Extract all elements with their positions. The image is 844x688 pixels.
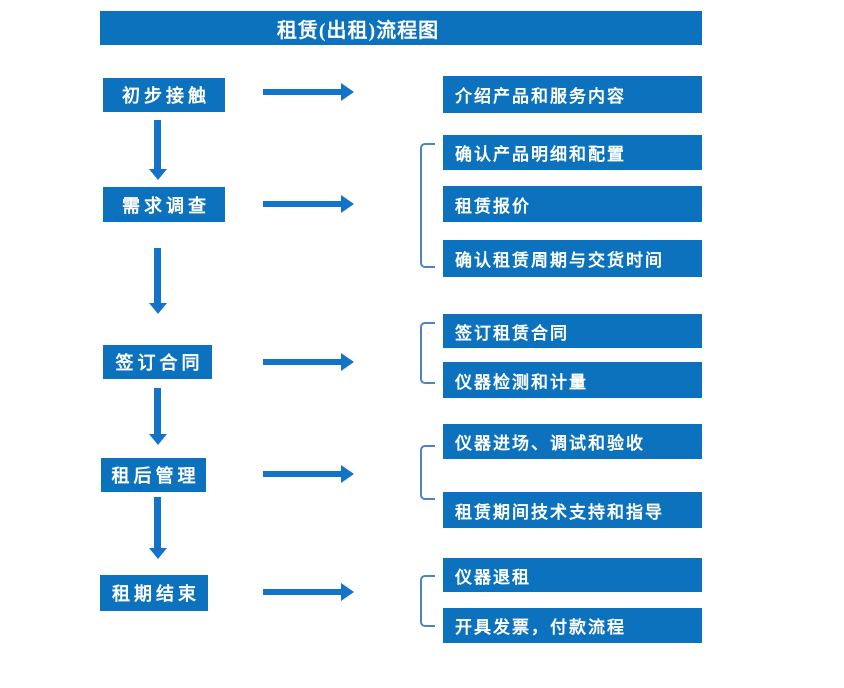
- down-arrow-3: [154, 388, 161, 435]
- output-rental-quotation: 租赁报价: [443, 186, 702, 222]
- output-confirm-product-details: 确认产品明细和配置: [443, 135, 702, 170]
- flowchart-title: 租赁(出租)流程图: [276, 19, 440, 42]
- right-arrow-5: [263, 589, 341, 595]
- flowchart-title-banner: 租赁(出租)流程图: [100, 11, 702, 45]
- group-bracket-sign-contract: [420, 322, 435, 384]
- group-bracket-post-rental: [420, 445, 435, 500]
- right-arrow-1: [263, 89, 341, 95]
- right-arrow-4: [263, 471, 341, 477]
- down-arrow-4: [154, 497, 161, 549]
- step-initial-contact: 初步接触: [103, 78, 225, 112]
- group-bracket-needs-survey: [420, 143, 435, 268]
- step-post-rental-management: 租后管理: [101, 458, 206, 492]
- output-instrument-return: 仪器退租: [443, 558, 702, 592]
- output-rental-technical-support: 租赁期间技术支持和指导: [443, 492, 702, 528]
- right-arrow-2: [263, 201, 341, 207]
- output-sign-rental-contract: 签订租赁合同: [443, 314, 702, 348]
- step-rental-end: 租期结束: [100, 575, 208, 611]
- down-arrow-1: [154, 120, 161, 170]
- down-arrow-2: [154, 248, 161, 304]
- step-sign-contract: 签订合同: [103, 345, 212, 379]
- step-needs-survey: 需求调查: [103, 187, 225, 222]
- output-introduce-products-services: 介绍产品和服务内容: [443, 76, 702, 113]
- output-instrument-entry-acceptance: 仪器进场、调试和验收: [443, 424, 702, 459]
- output-confirm-rental-period-delivery: 确认租赁周期与交货时间: [443, 240, 702, 277]
- right-arrow-3: [263, 359, 341, 365]
- output-instrument-inspection-measurement: 仪器检测和计量: [443, 362, 702, 398]
- output-invoice-payment: 开具发票，付款流程: [443, 608, 702, 643]
- group-bracket-rental-end: [420, 575, 435, 627]
